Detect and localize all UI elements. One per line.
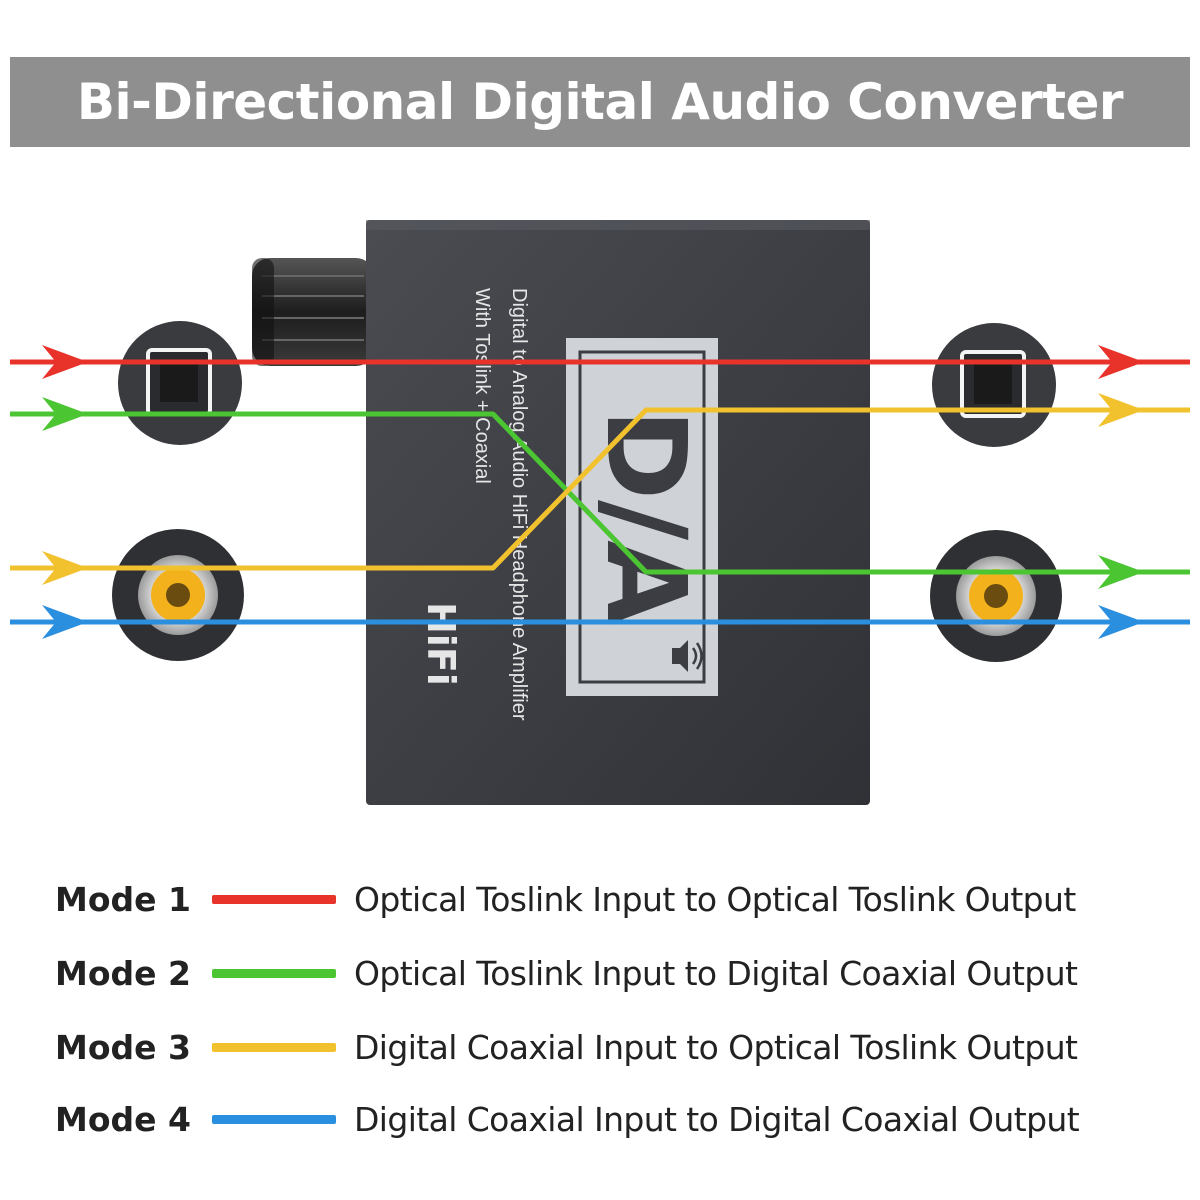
converter-device: D/A Digital to Analog Audio HiFi Headpho… xyxy=(366,220,870,805)
right-optical-port[interactable] xyxy=(932,323,1056,447)
legend-row-mode-1: Mode 1 Optical Toslink Input to Optical … xyxy=(55,874,1175,924)
mode-description: Digital Coaxial Input to Digital Coaxial… xyxy=(354,1099,1080,1139)
mode-2-output-arrow xyxy=(1098,555,1144,589)
device-text-line1: Digital to Analog Audio HiFi Headphone A… xyxy=(508,288,530,721)
logo-text: D/A xyxy=(582,409,710,626)
right-coaxial-port[interactable] xyxy=(930,530,1062,662)
device-text-line2: With Toslink + Coaxial xyxy=(471,288,493,484)
mode-2-path xyxy=(10,411,1190,575)
mode-legend: Mode 1 Optical Toslink Input to Optical … xyxy=(0,860,1200,1160)
mode-label: Mode 1 xyxy=(55,879,191,919)
mode-4-input-arrow xyxy=(42,605,88,639)
page-title: Bi-Directional Digital Audio Converter xyxy=(76,73,1124,131)
mode-label: Mode 4 xyxy=(55,1099,191,1139)
hifi-label: HiFi xyxy=(419,602,463,686)
mode-color-swatch xyxy=(212,894,336,904)
mode-label: Mode 3 xyxy=(55,1027,191,1067)
mode-description: Digital Coaxial Input to Optical Toslink… xyxy=(354,1027,1078,1067)
mode-3-output-arrow xyxy=(1098,393,1144,427)
mode-4-output-arrow xyxy=(1098,605,1144,639)
legend-row-mode-2: Mode 2 Optical Toslink Input to Digital … xyxy=(55,948,1175,998)
speaker-icon xyxy=(672,640,703,672)
da-logo: D/A xyxy=(566,338,718,696)
mode-color-swatch xyxy=(212,1114,336,1124)
mode-1-output-arrow xyxy=(1098,345,1144,379)
left-coaxial-port[interactable] xyxy=(112,529,244,661)
mode-label: Mode 2 xyxy=(55,953,191,993)
legend-row-mode-3: Mode 3 Digital Coaxial Input to Optical … xyxy=(55,1022,1175,1072)
converter-diagram: D/A Digital to Analog Audio HiFi Headpho… xyxy=(10,220,1190,805)
mode-color-swatch xyxy=(212,1042,336,1052)
title-banner: Bi-Directional Digital Audio Converter xyxy=(10,57,1190,147)
mode-2-input-arrow xyxy=(42,397,88,431)
volume-knob[interactable] xyxy=(252,258,374,366)
legend-row-mode-4: Mode 4 Digital Coaxial Input to Digital … xyxy=(55,1094,1175,1144)
mode-description: Optical Toslink Input to Optical Toslink… xyxy=(354,879,1076,919)
mode-3-path xyxy=(10,407,1190,571)
mode-description: Optical Toslink Input to Digital Coaxial… xyxy=(354,953,1078,993)
mode-1-input-arrow xyxy=(42,345,88,379)
mode-3-input-arrow xyxy=(42,551,88,585)
mode-color-swatch xyxy=(212,968,336,978)
left-optical-port[interactable] xyxy=(118,321,242,445)
